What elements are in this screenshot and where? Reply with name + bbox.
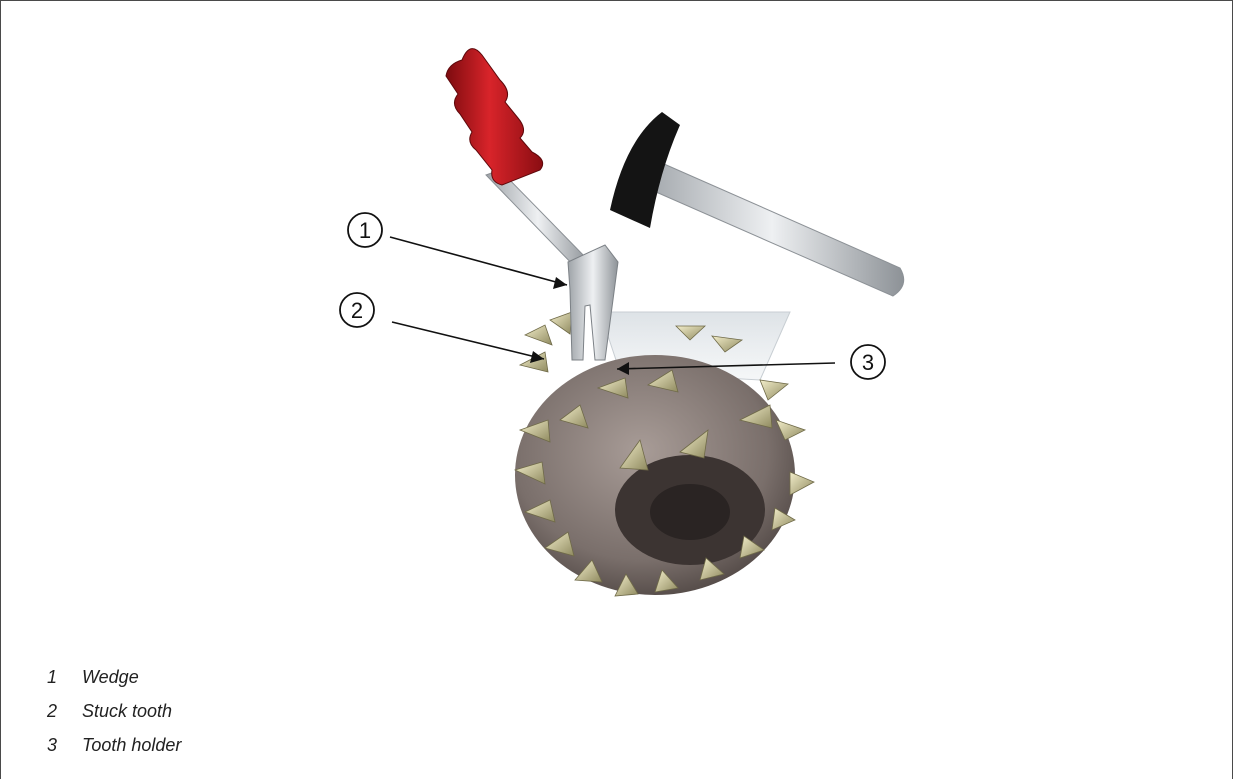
legend-label: Tooth holder: [82, 735, 181, 756]
legend-item-stuck-tooth: 2 Stuck tooth: [40, 694, 740, 728]
wedge-handle: [446, 49, 543, 185]
legend-number: 1: [40, 667, 82, 688]
callout-2: 2: [340, 293, 544, 363]
callout-1-leader: [390, 237, 567, 285]
hammer: [610, 112, 904, 296]
legend-number: 2: [40, 701, 82, 722]
legend-item-tooth-holder: 3 Tooth holder: [40, 728, 740, 762]
callout-2-number: 2: [351, 298, 363, 323]
hammer-handle: [640, 160, 904, 296]
drum-hub: [650, 484, 730, 540]
legend-number: 3: [40, 735, 82, 756]
callout-1-number: 1: [359, 218, 371, 243]
legend-label: Wedge: [82, 667, 139, 688]
legend-label: Stuck tooth: [82, 701, 172, 722]
wedge-tool: [446, 49, 618, 360]
callout-3-number: 3: [862, 350, 874, 375]
tool-illustration: 1 2 3: [0, 0, 1233, 640]
callout-2-leader: [392, 322, 544, 359]
legend: 1 Wedge 2 Stuck tooth 3 Tooth holder: [40, 660, 740, 762]
legend-item-wedge: 1 Wedge: [40, 660, 740, 694]
